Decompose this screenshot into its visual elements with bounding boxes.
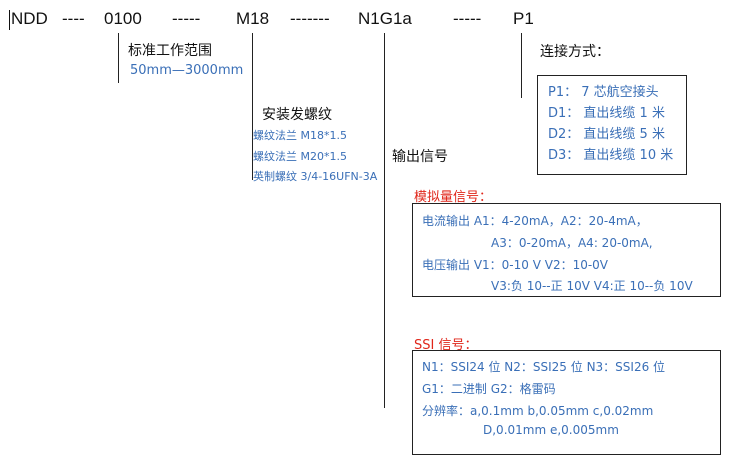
connection-item: P1： 7 芯航空接头 [548,85,659,100]
connection-item: D2： 直出线缆 5 米 [548,127,665,142]
range-connector [118,33,119,83]
code-part-range: 0100 [104,9,142,28]
ssi-line: G1：二进制 G2：格雷码 [422,382,556,396]
analog-box: 电流输出 A1：4-20mA，A2：20-4mA， A3：0-20mA，A4: … [412,203,721,297]
mount-item: 螺纹法兰 M20*1.5 [253,150,347,163]
connection-item: D1： 直出线缆 1 米 [548,106,665,121]
mount-connector [252,33,253,180]
code-part-output: N1G1a [358,9,412,28]
code-part-mount: M18 [236,9,270,28]
analog-line: A3：0-20mA，A4: 20-0mA, [491,236,653,250]
ssi-line: N1：SSI24 位 N2：SSI25 位 N3：SSI26 位 [422,360,666,374]
code-part-connection: P1 [513,9,534,28]
ssi-box: N1：SSI24 位 N2：SSI25 位 N3：SSI26 位 G1：二进制 … [412,350,721,455]
range-value: 50mm—3000mm [130,63,244,78]
ssi-title: SSI 信号： [414,338,478,353]
connection-item: D3： 直出线缆 10 米 [548,148,674,163]
text-cursor [9,10,10,30]
mount-item: 螺纹法兰 M18*1.5 [253,129,347,142]
analog-line: 电流输出 A1：4-20mA，A2：20-4mA， [422,214,648,228]
code-part-ndd: NDD [11,9,48,28]
code-separator: ------- [290,9,330,28]
output-title: 输出信号 [392,149,448,165]
code-separator: ---- [62,9,85,28]
connection-connector [521,33,522,98]
connection-box: P1： 7 芯航空接头 D1： 直出线缆 1 米 D2： 直出线缆 5 米 D3… [537,75,687,175]
mount-item: 英制螺纹 3/4-16UFN-3A [253,170,378,183]
analog-line: V3:负 10--正 10V V4:正 10--负 10V [491,279,693,293]
mount-title: 安装发螺纹 [262,107,332,123]
connection-title: 连接方式： [540,44,610,60]
output-connector [384,33,385,408]
analog-title: 模拟量信号： [414,190,493,205]
ssi-line: D,0.01mm e,0.005mm [483,423,619,437]
ssi-line: 分辨率：a,0.1mm b,0.05mm c,0.02mm [422,404,654,418]
code-separator: ----- [453,9,482,28]
range-title: 标准工作范围 [128,43,212,59]
code-separator: ----- [172,9,201,28]
analog-line: 电压输出 V1：0-10 V V2：10-0V [422,258,609,272]
